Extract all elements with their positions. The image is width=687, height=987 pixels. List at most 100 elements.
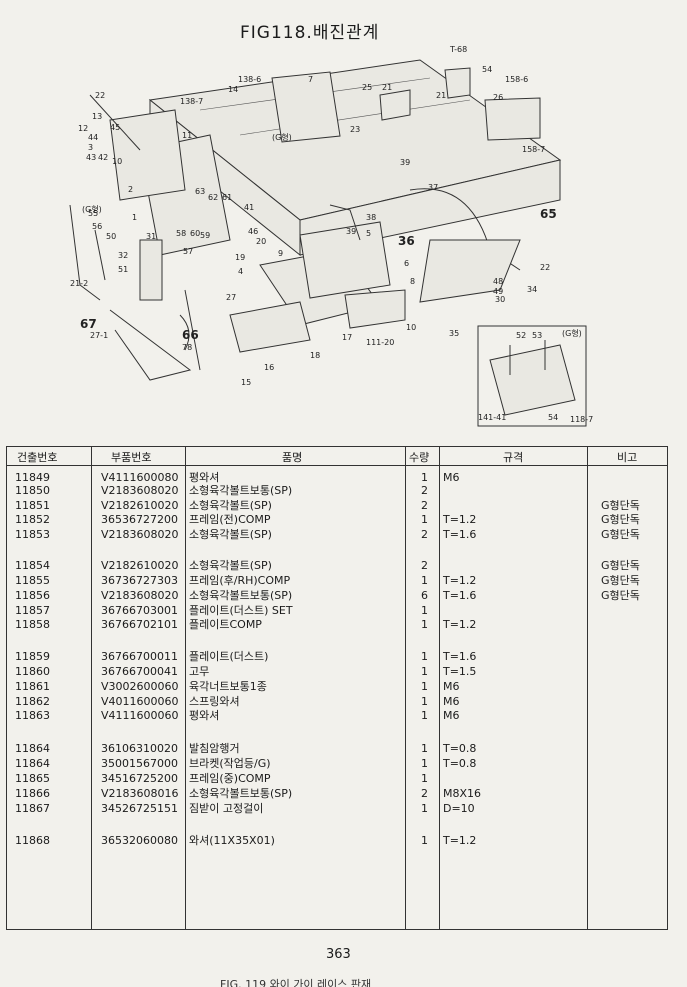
cell-no: 11850 — [15, 484, 50, 497]
front-frame — [89, 94, 231, 256]
svg-text:30: 30 — [495, 295, 505, 304]
svg-text:23: 23 — [350, 125, 360, 134]
svg-text:32: 32 — [118, 251, 128, 260]
svg-text:44: 44 — [88, 133, 98, 142]
inset-plates — [271, 67, 541, 143]
svg-text:34: 34 — [527, 285, 537, 294]
cell-part: 35001567000 — [101, 757, 178, 770]
cell-spec: T=1.6 — [443, 589, 477, 602]
cell-no: 11867 — [15, 802, 50, 815]
cell-part: 36736727303 — [101, 574, 178, 587]
svg-text:43: 43 — [86, 153, 96, 162]
svg-text:65: 65 — [540, 207, 557, 221]
svg-text:63: 63 — [195, 187, 205, 196]
cell-no: 11856 — [15, 589, 50, 602]
svg-text:27: 27 — [226, 293, 236, 302]
svg-text:10: 10 — [406, 323, 416, 332]
cell-part: V4111600060 — [101, 709, 179, 722]
svg-text:59: 59 — [200, 231, 210, 240]
cell-name: 소형육각볼트보통(SP) — [189, 589, 293, 602]
svg-text:158-6: 158-6 — [505, 75, 528, 84]
svg-text:49: 49 — [493, 287, 503, 296]
svg-text:35: 35 — [449, 329, 459, 338]
svg-text:3: 3 — [88, 143, 93, 152]
svg-text:45: 45 — [110, 123, 120, 132]
svg-text:78: 78 — [182, 343, 192, 352]
cell-part: 36766703001 — [101, 604, 178, 617]
cell-spec: D=10 — [443, 802, 475, 815]
cell-part: 34526725151 — [101, 802, 178, 815]
cell-qty: 2 — [421, 528, 428, 541]
cell-no: 11861 — [15, 680, 50, 693]
svg-text:22: 22 — [95, 91, 105, 100]
cell-name: 짐받이 고정걸이 — [189, 802, 264, 815]
svg-text:(G형): (G형) — [272, 133, 292, 142]
cell-spec: T=1.2 — [443, 513, 477, 526]
cell-part: 36532060080 — [101, 834, 178, 847]
cell-spec: M6 — [443, 709, 460, 722]
svg-text:2: 2 — [128, 185, 133, 194]
cell-qty: 1 — [421, 650, 428, 663]
svg-text:16: 16 — [264, 363, 274, 372]
cell-qty: 1 — [421, 695, 428, 708]
cell-qty: 2 — [421, 484, 428, 497]
col-header-qty: 수량 — [409, 451, 430, 464]
cell-qty: 1 — [421, 471, 428, 484]
svg-text:53: 53 — [532, 331, 542, 340]
col-header-spec: 규격 — [503, 451, 524, 464]
svg-text:39: 39 — [400, 158, 410, 167]
svg-text:41: 41 — [244, 203, 254, 212]
cell-part: 36106310020 — [101, 742, 178, 755]
svg-text:50: 50 — [106, 232, 116, 241]
svg-text:66: 66 — [182, 328, 199, 342]
cell-qty: 1 — [421, 513, 428, 526]
svg-text:8: 8 — [410, 277, 415, 286]
cell-spec: M6 — [443, 471, 460, 484]
cell-spec: M6 — [443, 680, 460, 693]
svg-text:7: 7 — [308, 75, 313, 84]
svg-text:31: 31 — [146, 232, 156, 241]
cell-name: 플레이트COMP — [189, 618, 262, 631]
cell-spec: T=1.2 — [443, 618, 477, 631]
cell-no: 11865 — [15, 772, 50, 785]
svg-text:14: 14 — [228, 85, 238, 94]
cell-spec: M8X16 — [443, 787, 482, 800]
svg-text:22: 22 — [540, 263, 550, 272]
cell-qty: 2 — [421, 787, 428, 800]
cell-note: G형단독 — [601, 499, 640, 512]
svg-text:12: 12 — [78, 124, 88, 133]
svg-text:138-7: 138-7 — [180, 97, 203, 106]
svg-text:10: 10 — [112, 157, 122, 166]
svg-text:17: 17 — [342, 333, 352, 342]
svg-text:111-20: 111-20 — [366, 338, 394, 347]
svg-text:51: 51 — [118, 265, 128, 274]
svg-text:6: 6 — [404, 259, 409, 268]
cell-part: V2182610020 — [101, 559, 179, 572]
svg-text:21: 21 — [436, 91, 446, 100]
cell-no: 11866 — [15, 787, 50, 800]
cell-qty: 1 — [421, 834, 428, 847]
cell-name: 고무 — [189, 665, 210, 678]
svg-text:26: 26 — [493, 93, 503, 102]
svg-text:21-2: 21-2 — [70, 279, 88, 288]
svg-text:58: 58 — [176, 229, 186, 238]
cell-qty: 1 — [421, 742, 428, 755]
svg-text:54: 54 — [482, 65, 492, 74]
svg-text:13: 13 — [92, 112, 102, 121]
cell-note: G형단독 — [601, 589, 640, 602]
svg-text:48: 48 — [493, 277, 503, 286]
svg-text:141-41: 141-41 — [478, 413, 506, 422]
cell-part: 34516725200 — [101, 772, 178, 785]
g-type-inset — [477, 325, 587, 427]
svg-text:20: 20 — [256, 237, 266, 246]
cell-name: 소형육각볼트보통(SP) — [189, 484, 293, 497]
cell-part: 36536727200 — [101, 513, 178, 526]
